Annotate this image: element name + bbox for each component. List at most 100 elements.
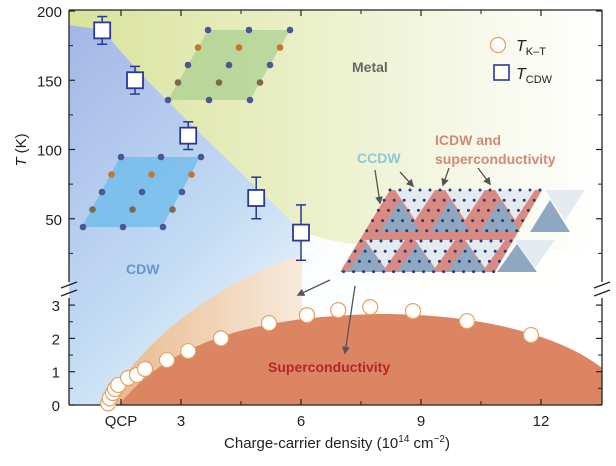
icdw-lattice-atom <box>391 219 395 223</box>
icdw-lattice-atom <box>359 239 363 243</box>
icdw-domain-light <box>495 190 535 220</box>
lattice-atom <box>164 96 172 104</box>
arrow-ccdw <box>374 169 383 205</box>
tkt-point <box>136 360 154 378</box>
y-tick-label-lower: 0 <box>52 398 60 415</box>
icdw-lattice-atom <box>436 208 440 212</box>
icdw-lattice-atom <box>432 270 436 274</box>
icdw-lattice-atom <box>342 270 346 274</box>
lattice-insets <box>79 26 585 274</box>
legend: TK–T TCDW <box>489 36 553 86</box>
tkt-point <box>330 301 347 319</box>
icdw-lattice-atom <box>479 239 483 243</box>
icdw-lattice-atom <box>518 188 522 192</box>
icdw-lattice-atom <box>528 188 532 192</box>
icdw-lattice-atom <box>396 208 400 212</box>
arrow-icdw-2 <box>441 167 450 187</box>
lattice-atom <box>256 79 264 86</box>
icdw-lattice-atom <box>466 208 470 212</box>
icdw-lattice-atom <box>353 249 357 253</box>
ccdw-domain <box>347 244 387 272</box>
lattice-atom <box>204 26 212 34</box>
tcdw-point <box>292 223 310 242</box>
lattice-atom <box>197 153 205 161</box>
metal-label: Metal <box>352 59 388 75</box>
tcdw-point <box>179 126 198 145</box>
tkt-point <box>458 312 476 330</box>
data-markers <box>93 15 540 412</box>
icdw-lattice-atom <box>459 239 463 243</box>
icdw-lattice-atom <box>467 259 471 263</box>
ccdw-domain <box>430 200 470 232</box>
icdw-lattice-atom <box>418 188 422 192</box>
icdw-lattice-atom <box>502 198 506 202</box>
icdw-lattice-atom <box>385 229 389 233</box>
lattice-atom <box>117 153 125 161</box>
icdw-lattice-atom <box>465 229 469 233</box>
superconducting-dome <box>119 314 602 405</box>
icdw-lattice-atom <box>526 208 530 212</box>
icdw-lattice-atom <box>392 198 396 202</box>
icdw-label-line1: ICDW and <box>435 132 501 148</box>
icdw-lattice-atom <box>462 198 466 202</box>
icdw-lattice-atom <box>452 270 456 274</box>
icdw-lattice-atom <box>509 239 513 243</box>
tkt-point <box>298 306 316 324</box>
icdw-lattice-atom <box>407 259 411 263</box>
icdw-lattice-atom <box>482 270 486 274</box>
icdw-lattice-atom <box>446 208 450 212</box>
icdw-lattice-atom <box>478 188 482 192</box>
icdw-lattice-atom <box>382 270 386 274</box>
axes <box>60 9 611 406</box>
y-tick-label-lower: 2 <box>52 331 60 348</box>
legend-square-icon <box>493 64 510 81</box>
icdw-lattice-atom <box>487 259 491 263</box>
icdw-lattice-atom <box>402 198 406 202</box>
icdw-lattice-atom <box>425 229 429 233</box>
icdw-domain-light <box>415 240 455 268</box>
icdw-lattice-atom <box>475 229 479 233</box>
icdw-lattice-atom <box>406 208 410 212</box>
icdw-lattice-atom <box>398 188 402 192</box>
icdw-lattice-atom <box>493 249 497 253</box>
lattice-atom <box>215 79 223 86</box>
superconductivity-label: Superconductivity <box>268 359 390 375</box>
icdw-lattice-atom <box>443 249 447 253</box>
y-tick-label-upper: 150 <box>37 73 62 90</box>
ccdw-label: CCDW <box>357 150 401 166</box>
icdw-lattice-atom <box>486 208 490 212</box>
x-tick-label: 3 <box>177 413 185 430</box>
icdw-lattice-atom <box>415 229 419 233</box>
icdw-lattice-atom <box>423 249 427 253</box>
tkt-point <box>362 298 379 316</box>
icdw-lattice-atom <box>362 270 366 274</box>
y-tick-label-upper: 100 <box>37 143 62 160</box>
icdw-lattice-atom <box>495 229 499 233</box>
icdw-lattice-atom <box>451 219 455 223</box>
lattice-atom <box>169 206 176 213</box>
tkt-point <box>180 342 197 360</box>
icdw-lattice-atom <box>468 188 472 192</box>
icdw-lattice-atom <box>496 208 500 212</box>
icdw-lattice-atom <box>476 208 480 212</box>
icdw-lattice-atom <box>399 239 403 243</box>
icdw-domain-light <box>465 240 505 268</box>
lattice-atom <box>245 26 253 34</box>
icdw-lattice-atom <box>392 270 396 274</box>
icdw-lattice-atom <box>461 219 465 223</box>
legend-circle-icon <box>489 36 507 54</box>
x-tick-label: 9 <box>417 413 425 430</box>
tkt-point <box>260 314 278 332</box>
icdw-lattice-atom <box>381 219 385 223</box>
icdw-lattice-atom <box>347 259 351 263</box>
ccdw-domain <box>447 244 487 272</box>
y-tick-label-lower: 1 <box>52 365 60 382</box>
icdw-lattice-atom <box>422 270 426 274</box>
icdw-lattice-atom <box>491 219 495 223</box>
icdw-lattice-atom <box>499 239 503 243</box>
icdw-lattice-atom <box>408 188 412 192</box>
tick-marks <box>69 10 602 406</box>
icdw-lattice-atom <box>463 249 467 253</box>
icdw-domain-light <box>395 190 435 220</box>
